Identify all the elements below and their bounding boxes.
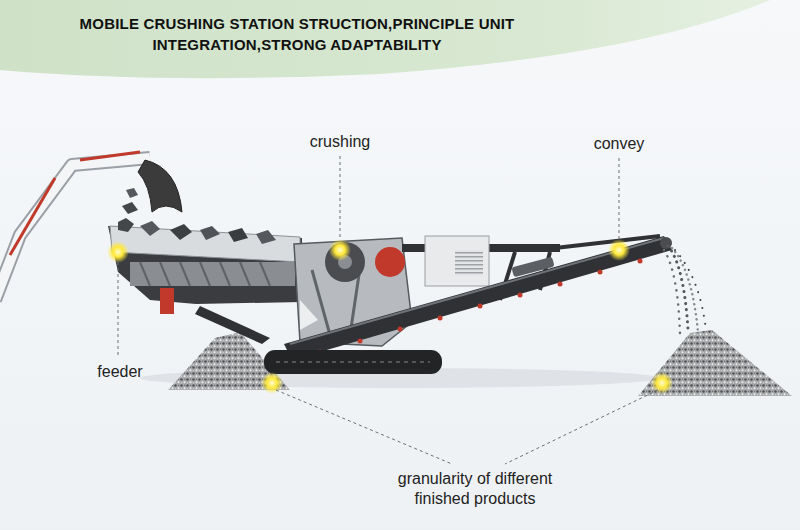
conveyor-rollers — [318, 259, 643, 355]
roller — [438, 316, 443, 321]
rock — [256, 230, 276, 244]
flywheel — [375, 247, 405, 277]
part-label: granularity of different finished produc… — [370, 469, 580, 509]
leader-line — [340, 156, 341, 240]
side-chute — [195, 306, 270, 344]
vibrating-feeder — [130, 262, 295, 286]
main-conveyor — [284, 236, 672, 360]
gravel-stream — [664, 246, 706, 334]
hopper-panel — [110, 226, 300, 262]
rock — [122, 202, 138, 214]
marker-dot — [608, 239, 630, 261]
product-pile — [638, 330, 792, 396]
hydraulic-cylinder — [10, 178, 55, 255]
engine-box — [425, 236, 489, 286]
gravel-fall — [668, 246, 688, 330]
part-label: crushing — [290, 132, 390, 152]
rock — [126, 188, 138, 198]
excavator-bucket — [138, 160, 182, 212]
leader-line — [505, 390, 658, 464]
leader-line — [118, 262, 119, 357]
part-label: convey — [569, 134, 669, 154]
roller — [398, 327, 403, 332]
crawler-track — [264, 350, 442, 374]
marker-dot — [107, 241, 129, 263]
rock — [140, 221, 160, 236]
rock — [118, 218, 134, 232]
hopper-frame — [108, 226, 302, 304]
track-shoes — [276, 361, 430, 363]
engine-grille — [455, 250, 483, 276]
marker-dot — [651, 372, 673, 394]
feeder-unit — [108, 188, 302, 344]
head-pulley — [660, 237, 672, 249]
roller — [638, 259, 643, 264]
roller — [518, 293, 523, 298]
leader-line — [619, 158, 620, 240]
roller — [558, 282, 563, 287]
title-text: MOBILE CRUSHING STATION STRUCTION,PRINCI… — [72, 13, 522, 55]
crusher-panel — [300, 300, 318, 330]
marker-dot — [261, 372, 283, 394]
part-label: feeder — [70, 362, 170, 382]
feeder-grid — [140, 262, 270, 286]
hydraulic-cylinder — [80, 152, 140, 160]
roller — [598, 270, 603, 275]
gravel-fall — [664, 250, 680, 334]
roller — [478, 304, 483, 309]
marker-dot — [329, 239, 351, 261]
rock — [200, 226, 220, 240]
feeder-spring — [160, 288, 174, 314]
leader-lines — [118, 156, 658, 464]
rock — [170, 224, 192, 240]
conveyor-belt — [284, 236, 672, 360]
title-band — [0, 0, 770, 78]
leader-line — [276, 390, 452, 464]
belt-surface — [290, 238, 664, 344]
gravel-fall — [675, 250, 706, 330]
rock — [228, 228, 248, 242]
roller — [358, 339, 363, 344]
